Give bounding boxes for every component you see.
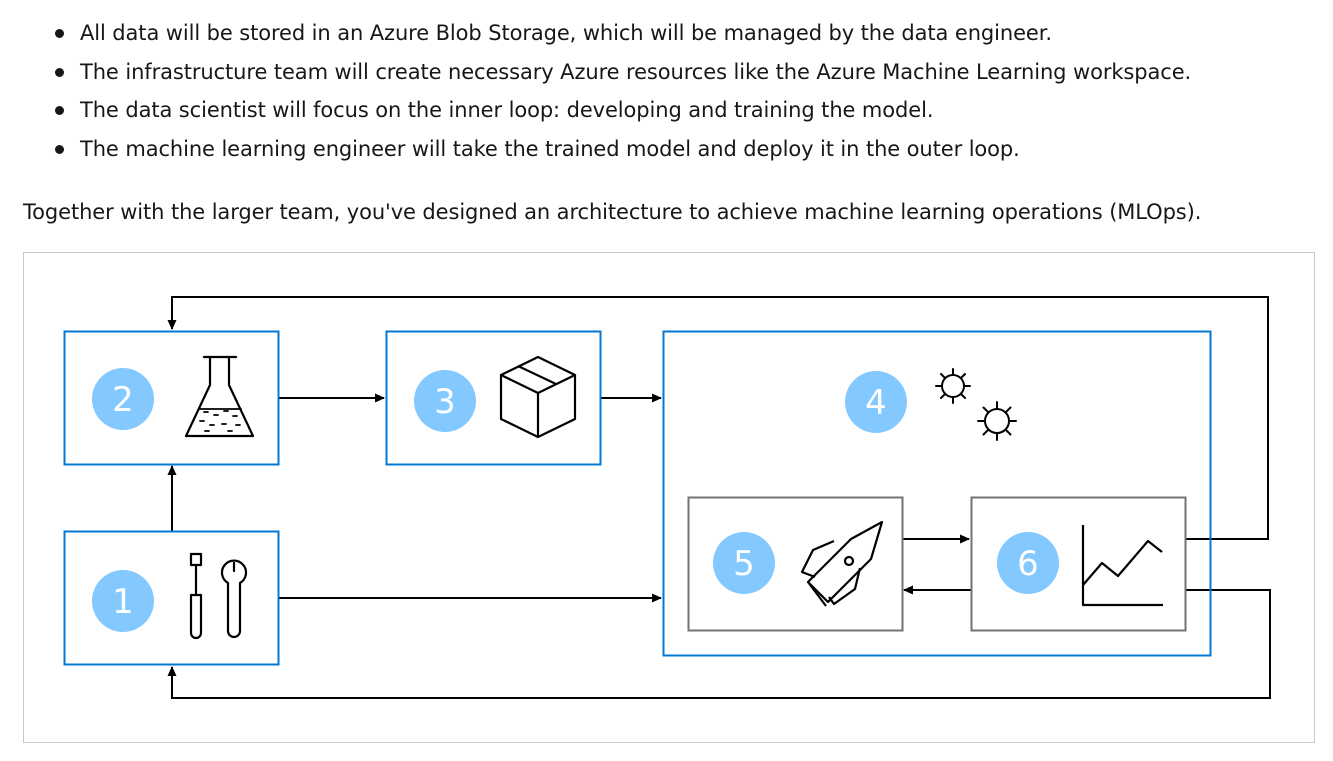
intro-paragraph: Together with the larger team, you've de… bbox=[23, 200, 1202, 224]
rocket-icon bbox=[800, 520, 884, 607]
node-3: 3 bbox=[385, 330, 602, 466]
tools-icon bbox=[189, 552, 248, 640]
arrow-6-to-1 bbox=[167, 589, 1271, 699]
node-5: 5 bbox=[687, 496, 904, 632]
badge-label: 1 bbox=[112, 582, 134, 622]
badge bbox=[414, 370, 476, 432]
node-6: 6 bbox=[970, 496, 1187, 632]
gears-icon bbox=[935, 368, 1017, 441]
badge-label: 3 bbox=[434, 382, 456, 422]
badge-label: 4 bbox=[865, 383, 887, 423]
badge bbox=[845, 371, 907, 433]
package-icon bbox=[499, 355, 577, 439]
diagram-frame bbox=[23, 252, 1315, 743]
flask-icon bbox=[184, 355, 255, 438]
node-2: 2 bbox=[63, 330, 280, 466]
connectors bbox=[167, 296, 1271, 699]
bullet-list: All data will be stored in an Azure Blob… bbox=[55, 14, 1191, 168]
badge bbox=[997, 532, 1059, 594]
badge bbox=[92, 570, 154, 632]
bullet-item: All data will be stored in an Azure Blob… bbox=[55, 14, 1191, 53]
badge-label: 2 bbox=[112, 380, 134, 420]
line-chart-icon bbox=[1081, 525, 1163, 607]
arrow-6-to-2 bbox=[167, 296, 1269, 540]
node-1: 1 bbox=[63, 530, 280, 666]
bullet-item: The machine learning engineer will take … bbox=[55, 130, 1191, 169]
node-4: 4 bbox=[662, 330, 1212, 657]
badge bbox=[92, 368, 154, 430]
badge-label: 6 bbox=[1017, 544, 1039, 584]
bullet-item: The data scientist will focus on the inn… bbox=[55, 91, 1191, 130]
badge-label: 5 bbox=[733, 544, 755, 584]
badge bbox=[713, 532, 775, 594]
bullet-item: The infrastructure team will create nece… bbox=[55, 53, 1191, 92]
